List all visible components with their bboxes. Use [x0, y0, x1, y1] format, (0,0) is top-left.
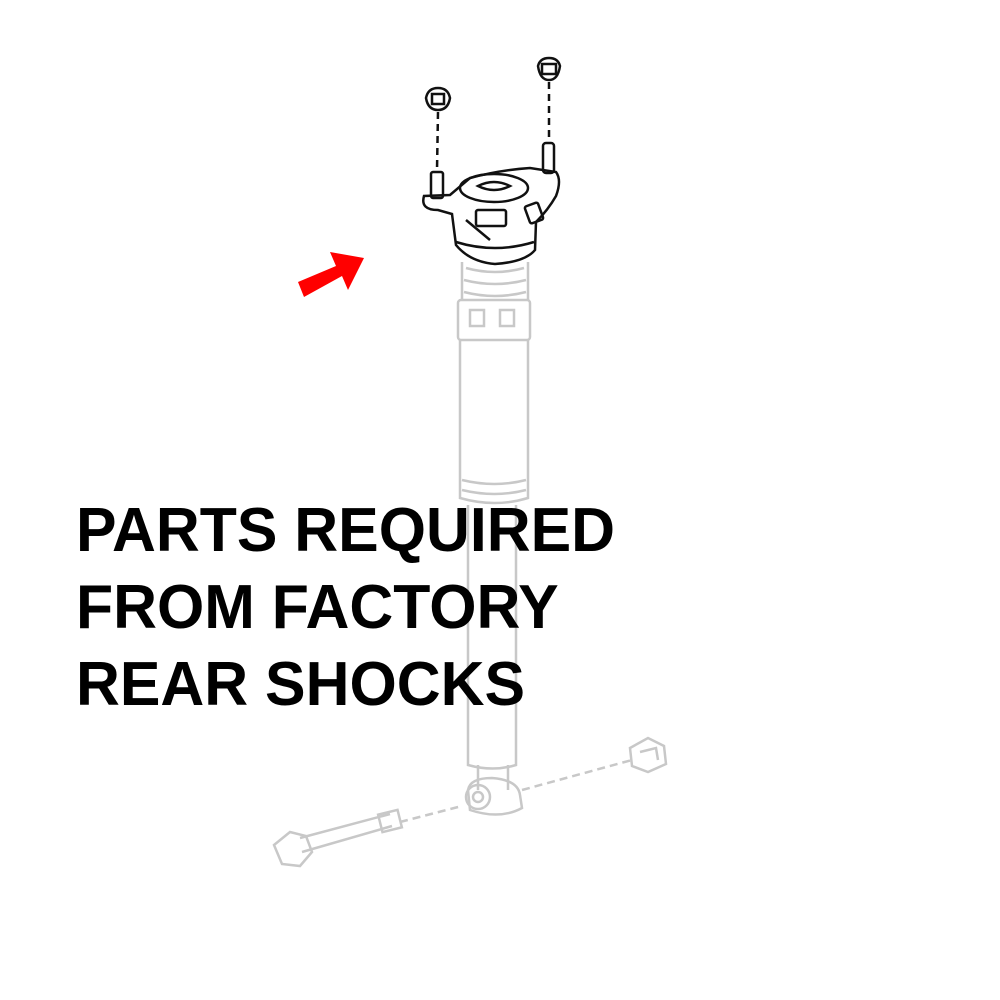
shock-absorber-faded: [272, 262, 668, 868]
red-arrow-icon: [298, 252, 364, 297]
caption-line-3: REAR SHOCKS: [76, 650, 526, 719]
caption: PARTS REQUIRED FROM FACTORY REAR SHOCKS: [76, 492, 615, 723]
caption-line-2: FROM FACTORY: [76, 573, 559, 642]
caption-line-1: PARTS REQUIRED: [76, 496, 616, 565]
upper-shock-mount: [422, 56, 562, 266]
